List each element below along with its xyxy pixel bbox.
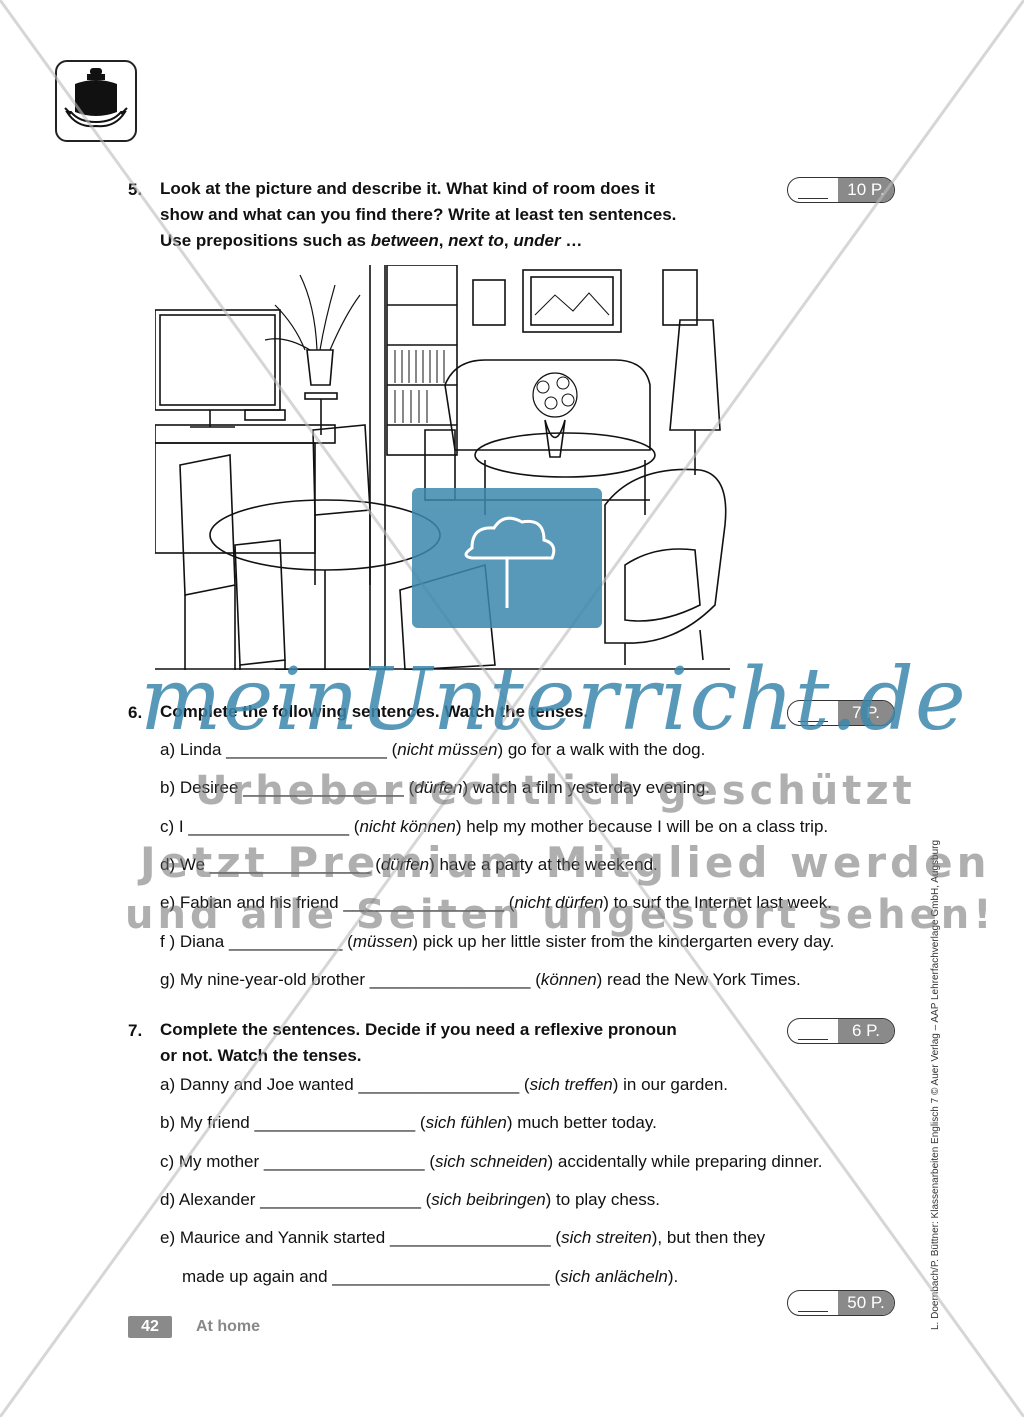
score-blank[interactable]: [788, 178, 838, 202]
task7-line1: Complete the sentences. Decide if you ne…: [160, 1020, 677, 1039]
score-blank[interactable]: [788, 1291, 838, 1315]
sentence-text: e) Maurice and Yannik started __________…: [160, 1228, 562, 1247]
publisher-logo: [55, 60, 137, 142]
task7-sentence-d: d) Alexander _________________ (sich bei…: [160, 1190, 660, 1210]
task7-sentence-c: c) My mother _________________ (sich sch…: [160, 1152, 822, 1172]
total-points-box: 50 P.: [787, 1290, 895, 1316]
sentence-text: d) Alexander _________________ (: [160, 1190, 432, 1209]
watermark-line2: Jetzt Premium Mitglied werden: [140, 838, 991, 887]
sentence-verb: nicht können: [359, 817, 456, 836]
task5-points: 10 P.: [838, 178, 894, 202]
pot-in-hands-icon: [64, 68, 128, 128]
task7-points: 6 P.: [838, 1019, 894, 1043]
separator: ,: [503, 231, 514, 250]
sentence-text: g) My nine-year-old brother ____________…: [160, 970, 541, 989]
task5-line3-suffix: …: [560, 231, 583, 250]
task5-line2: show and what can you find there? Write …: [160, 205, 677, 224]
task7-sentence-a: a) Danny and Joe wanted ________________…: [160, 1075, 728, 1095]
chapter-title: At home: [196, 1318, 260, 1335]
sentence-text: made up again and ______________________…: [182, 1267, 561, 1286]
task7-number: 7.: [128, 1021, 143, 1040]
task6-sentence-g: g) My nine-year-old brother ____________…: [160, 970, 801, 990]
sentence-text: ) in our garden.: [612, 1075, 729, 1094]
preposition-under: under: [513, 231, 561, 250]
sentence-text: a) Danny and Joe wanted ________________…: [160, 1075, 530, 1094]
sentence-text: ).: [667, 1267, 679, 1286]
task5-number: 5.: [128, 180, 143, 199]
sentence-text: ) to play chess.: [545, 1190, 660, 1209]
sentence-text: ), but then they: [651, 1228, 766, 1247]
task7-points-box: 6 P.: [787, 1018, 895, 1044]
task5-line1: Look at the picture and describe it. Wha…: [160, 179, 655, 198]
total-points: 50 P.: [838, 1291, 894, 1315]
sentence-text: c) My mother _________________ (: [160, 1152, 436, 1171]
briefcase-cloud-icon: [412, 488, 602, 628]
watermark-brand: meinUnterricht.de: [140, 650, 967, 750]
sentence-verb: sich streiten: [561, 1228, 652, 1247]
task5-instruction: Look at the picture and describe it. Wha…: [160, 176, 780, 254]
task5-line3-prefix: Use prepositions such as: [160, 231, 371, 250]
sentence-verb: sich beibringen: [431, 1190, 546, 1209]
task6-sentence-c: c) I _________________ (nicht können) he…: [160, 817, 828, 837]
task5-line3: Use prepositions such as between, next t…: [160, 228, 780, 254]
sentence-verb: sich schneiden: [435, 1152, 548, 1171]
task7-sentence-e: e) Maurice and Yannik started __________…: [160, 1228, 765, 1248]
sentence-verb: sich anlächeln: [560, 1267, 668, 1286]
page-number: 42: [128, 1316, 172, 1338]
task5-points-box: 10 P.: [787, 177, 895, 203]
preposition-next-to: next to: [448, 231, 504, 250]
preposition-between: between: [370, 231, 439, 250]
task7-line2: or not. Watch the tenses.: [160, 1046, 362, 1065]
sentence-text: ) accidentally while preparing dinner.: [547, 1152, 823, 1171]
task7-instruction: Complete the sentences. Decide if you ne…: [160, 1017, 780, 1069]
separator: ,: [438, 231, 449, 250]
sentence-text: ) read the New York Times.: [596, 970, 801, 989]
sentence-text: c) I _________________ (: [160, 817, 360, 836]
sentence-text: b) My friend _________________ (: [160, 1113, 426, 1132]
sentence-text: ) much better today.: [506, 1113, 657, 1132]
task7-sentence-b: b) My friend _________________ (sich füh…: [160, 1113, 657, 1133]
sentence-verb: sich fühlen: [425, 1113, 507, 1132]
sentence-text: ) help my mother because I will be on a …: [455, 817, 829, 836]
sentence-verb: sich treffen: [529, 1075, 613, 1094]
score-blank[interactable]: [788, 1019, 838, 1043]
watermark-line3: und alle Seiten ungestört sehen!: [125, 892, 996, 938]
watermark-line1: Urheberrechtlich geschützt: [195, 768, 916, 814]
sentence-verb: können: [540, 970, 597, 989]
task7-sentence-e-continued: made up again and ______________________…: [182, 1267, 678, 1287]
